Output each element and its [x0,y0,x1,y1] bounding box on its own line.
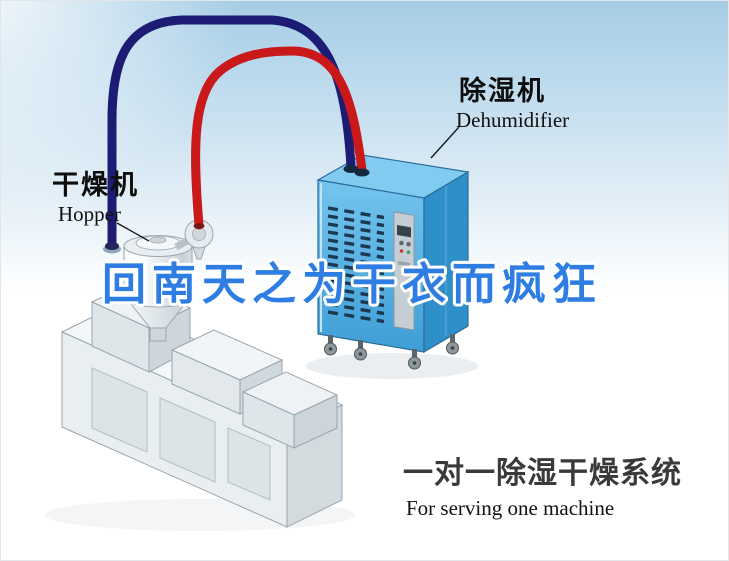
pipe-fittings [103,165,370,254]
caption-title: 一对一除湿干燥系统 [403,457,682,490]
pipe-red [191,46,367,230]
dehumidifier-control-panel [393,211,415,331]
dehumidifier-casters [324,334,459,370]
extruder-machine [60,281,344,528]
leader-line-dryer [116,222,150,242]
watermark-text: 回南天之为干衣而疯狂 [102,260,602,309]
caption-subtitle: For serving one machine [406,496,615,520]
dryer-label-zh: 干燥机 [52,170,139,200]
dryer-label-en: Hopper [58,202,121,226]
dehumidifier-vents [327,206,385,324]
dehumidifier-label-en: Dehumidifier [456,108,570,132]
dehumidifier-label-zh: 除湿机 [459,76,546,106]
blower-unit [174,219,214,260]
hopper-assembly [123,235,193,342]
leader-line-dehumidifier [430,126,460,159]
dehumidifier-shadow [306,353,478,379]
dehumidifier-unit [316,154,470,370]
